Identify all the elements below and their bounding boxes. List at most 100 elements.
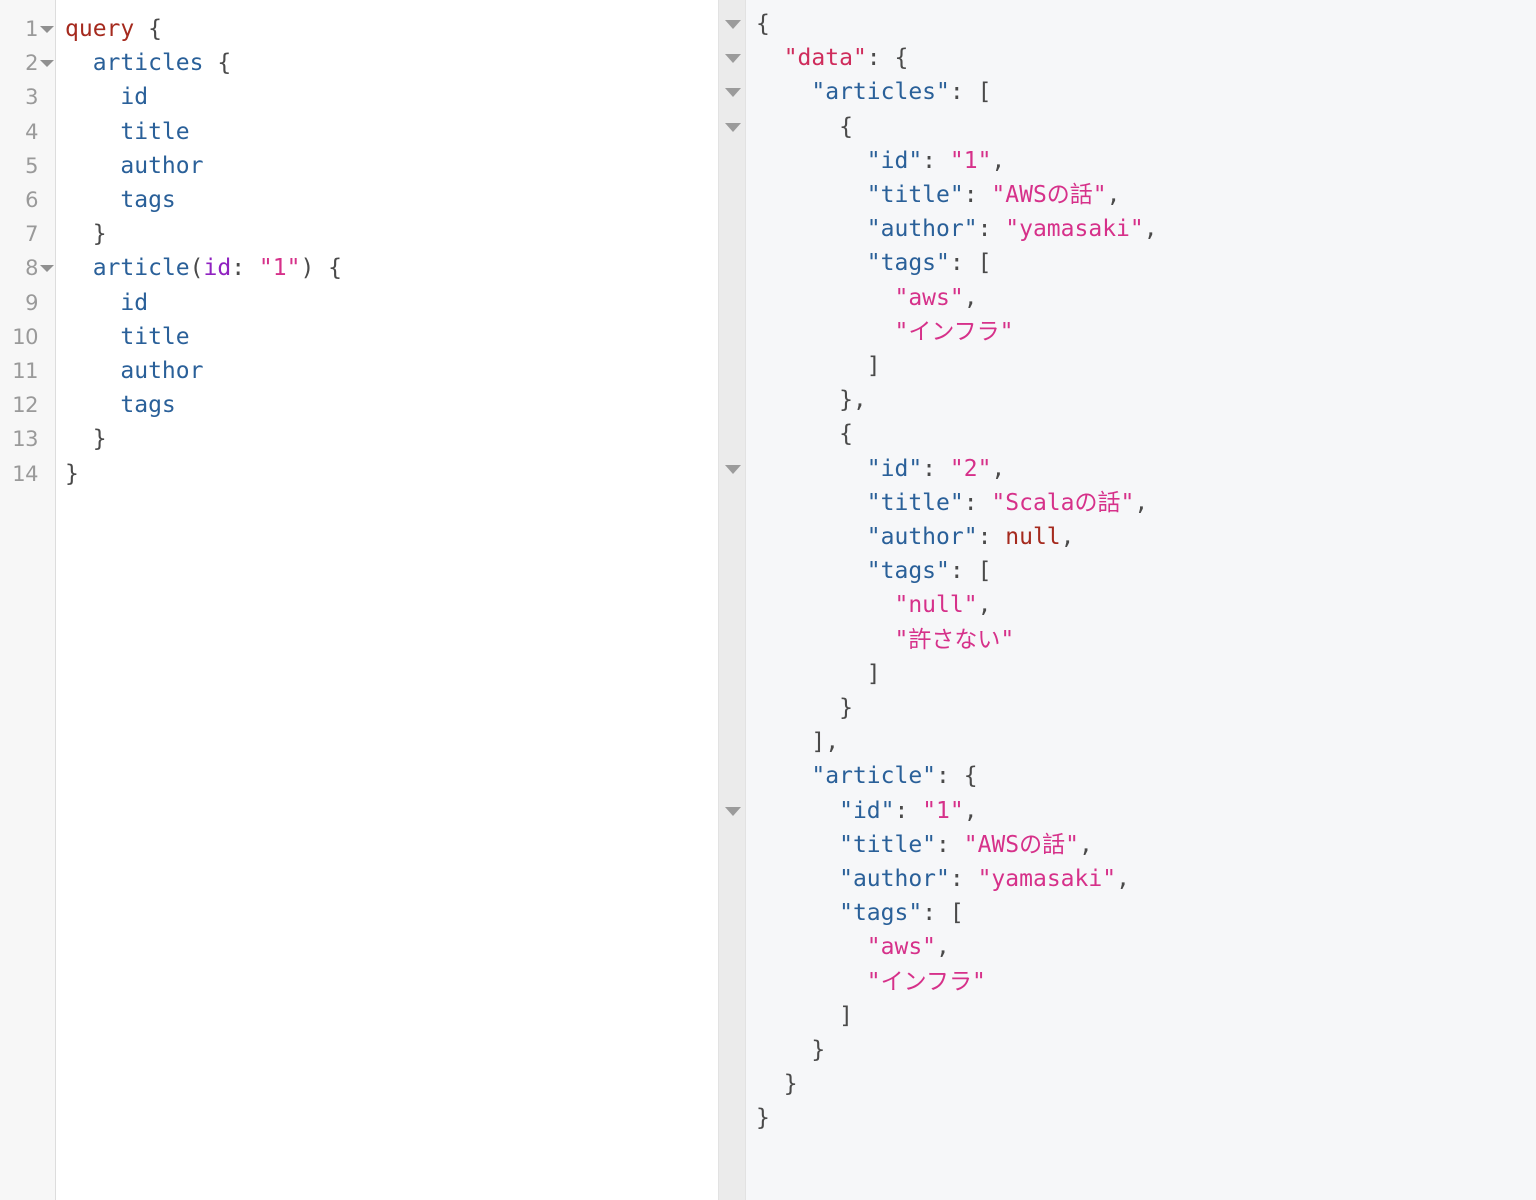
token-punc: : [963,489,992,516]
token-punc: { [203,50,232,77]
query-code-area[interactable]: query { articles { id title author tags … [56,0,718,1200]
token-str: "1" [922,797,964,824]
response-line-24: "id": "1", [756,794,1536,828]
gutter-line-4[interactable]: 4 [0,115,56,149]
query-line-12[interactable]: tags [65,388,718,422]
query-line-14[interactable]: } [65,457,718,491]
response-line-28: "aws", [756,930,1536,964]
token-field: id [120,84,149,111]
line-number: 2 [25,51,38,76]
response-line-18: "null", [756,588,1536,622]
token-punc: : [922,147,950,174]
token-punc: } [65,460,79,487]
token-punc: : [ [922,900,964,927]
token-punc [756,832,839,858]
token-punc [65,358,120,384]
gutter-line-11[interactable]: 11 [0,354,56,388]
token-str: "Scalaの話" [991,489,1135,516]
gutter-line-1[interactable]: 1 [0,12,56,46]
token-key: "tags" [839,900,923,927]
response-line-22: ], [756,725,1536,759]
response-line-25: "title": "AWSの話", [756,828,1536,862]
chevron-down-icon[interactable] [40,60,54,68]
gutter-line-2[interactable]: 2 [0,46,56,80]
chevron-down-icon[interactable] [725,88,741,98]
gutter-line-6[interactable]: 6 [0,183,56,217]
response-line-2: "data": { [756,41,1536,75]
response-viewer-pane[interactable]: { "data": { "articles": [ { "id": "1", "… [718,0,1536,1200]
line-number: 4 [25,119,38,144]
token-punc: , [1116,866,1130,892]
token-key: "id" [866,455,923,482]
gutter-line-13[interactable]: 13 [0,422,56,456]
gutter-line-10[interactable]: 10 [0,320,56,354]
token-punc [756,319,894,345]
token-punc: , [963,284,978,311]
query-line-1[interactable]: query { [65,12,718,46]
response-code-area: { "data": { "articles": [ { "id": "1", "… [746,0,1536,1200]
chevron-down-icon[interactable] [725,806,741,816]
token-punc [65,290,120,316]
token-punc [756,592,894,618]
response-line-26: "author": "yamasaki", [756,862,1536,896]
response-line-32: } [756,1067,1536,1101]
token-str: "インフラ" [866,968,986,995]
response-line-31: } [756,1033,1536,1067]
line-number: 10 [12,324,38,349]
token-kw: query [65,16,135,42]
query-line-9[interactable]: id [65,286,718,320]
token-str: "aws" [866,934,937,961]
token-key: "article" [811,763,937,790]
gutter-line-7[interactable]: 7 [0,217,56,251]
query-line-2[interactable]: articles { [65,46,718,80]
query-line-7[interactable]: } [65,217,718,251]
token-field: id [120,289,149,316]
gutter-line-8[interactable]: 8 [0,251,56,285]
query-line-5[interactable]: author [65,149,718,183]
chevron-down-icon[interactable] [40,26,54,33]
gutter-line-12[interactable]: 12 [0,388,56,422]
chevron-down-icon[interactable] [725,464,741,474]
token-field: article [92,255,190,282]
token-punc: , [1060,524,1075,550]
query-line-10[interactable]: title [65,320,718,354]
gutter-line-9[interactable]: 9 [0,286,56,320]
response-line-19: "許さない" [756,623,1536,657]
query-line-8[interactable]: article(id: "1") { [65,251,718,285]
token-punc: ] [756,1002,853,1029]
chevron-down-icon[interactable] [725,20,741,29]
query-line-4[interactable]: title [65,115,718,149]
token-punc [756,182,867,208]
token-punc [756,285,894,311]
query-line-3[interactable]: id [65,80,718,114]
token-punc: ] [756,353,881,379]
token-str: "1" [258,255,301,282]
query-line-6[interactable]: tags [65,183,718,217]
token-punc [65,50,93,76]
token-punc [756,490,867,516]
response-line-3: "articles": [ [756,75,1536,109]
token-punc [756,934,867,960]
response-line-4: { [756,110,1536,144]
query-line-11[interactable]: author [65,354,718,388]
token-punc: , [936,934,950,961]
line-number: 7 [25,222,38,247]
gutter-line-5[interactable]: 5 [0,149,56,183]
token-key: "author" [866,524,978,550]
chevron-down-icon[interactable] [725,54,741,64]
response-line-15: "title": "Scalaの話", [756,486,1536,520]
response-fold-gutter[interactable] [718,0,746,1200]
gutter-line-3[interactable]: 3 [0,80,56,114]
chevron-down-icon[interactable] [40,265,54,273]
gutter-line-14[interactable]: 14 [0,457,56,491]
token-field: tags [120,392,176,419]
token-key: "title" [866,489,964,516]
response-line-13: { [756,417,1536,451]
token-str: "AWSの話" [991,182,1107,208]
chevron-down-icon[interactable] [725,122,741,132]
line-number: 13 [12,427,38,452]
query-line-13[interactable]: } [65,422,718,456]
